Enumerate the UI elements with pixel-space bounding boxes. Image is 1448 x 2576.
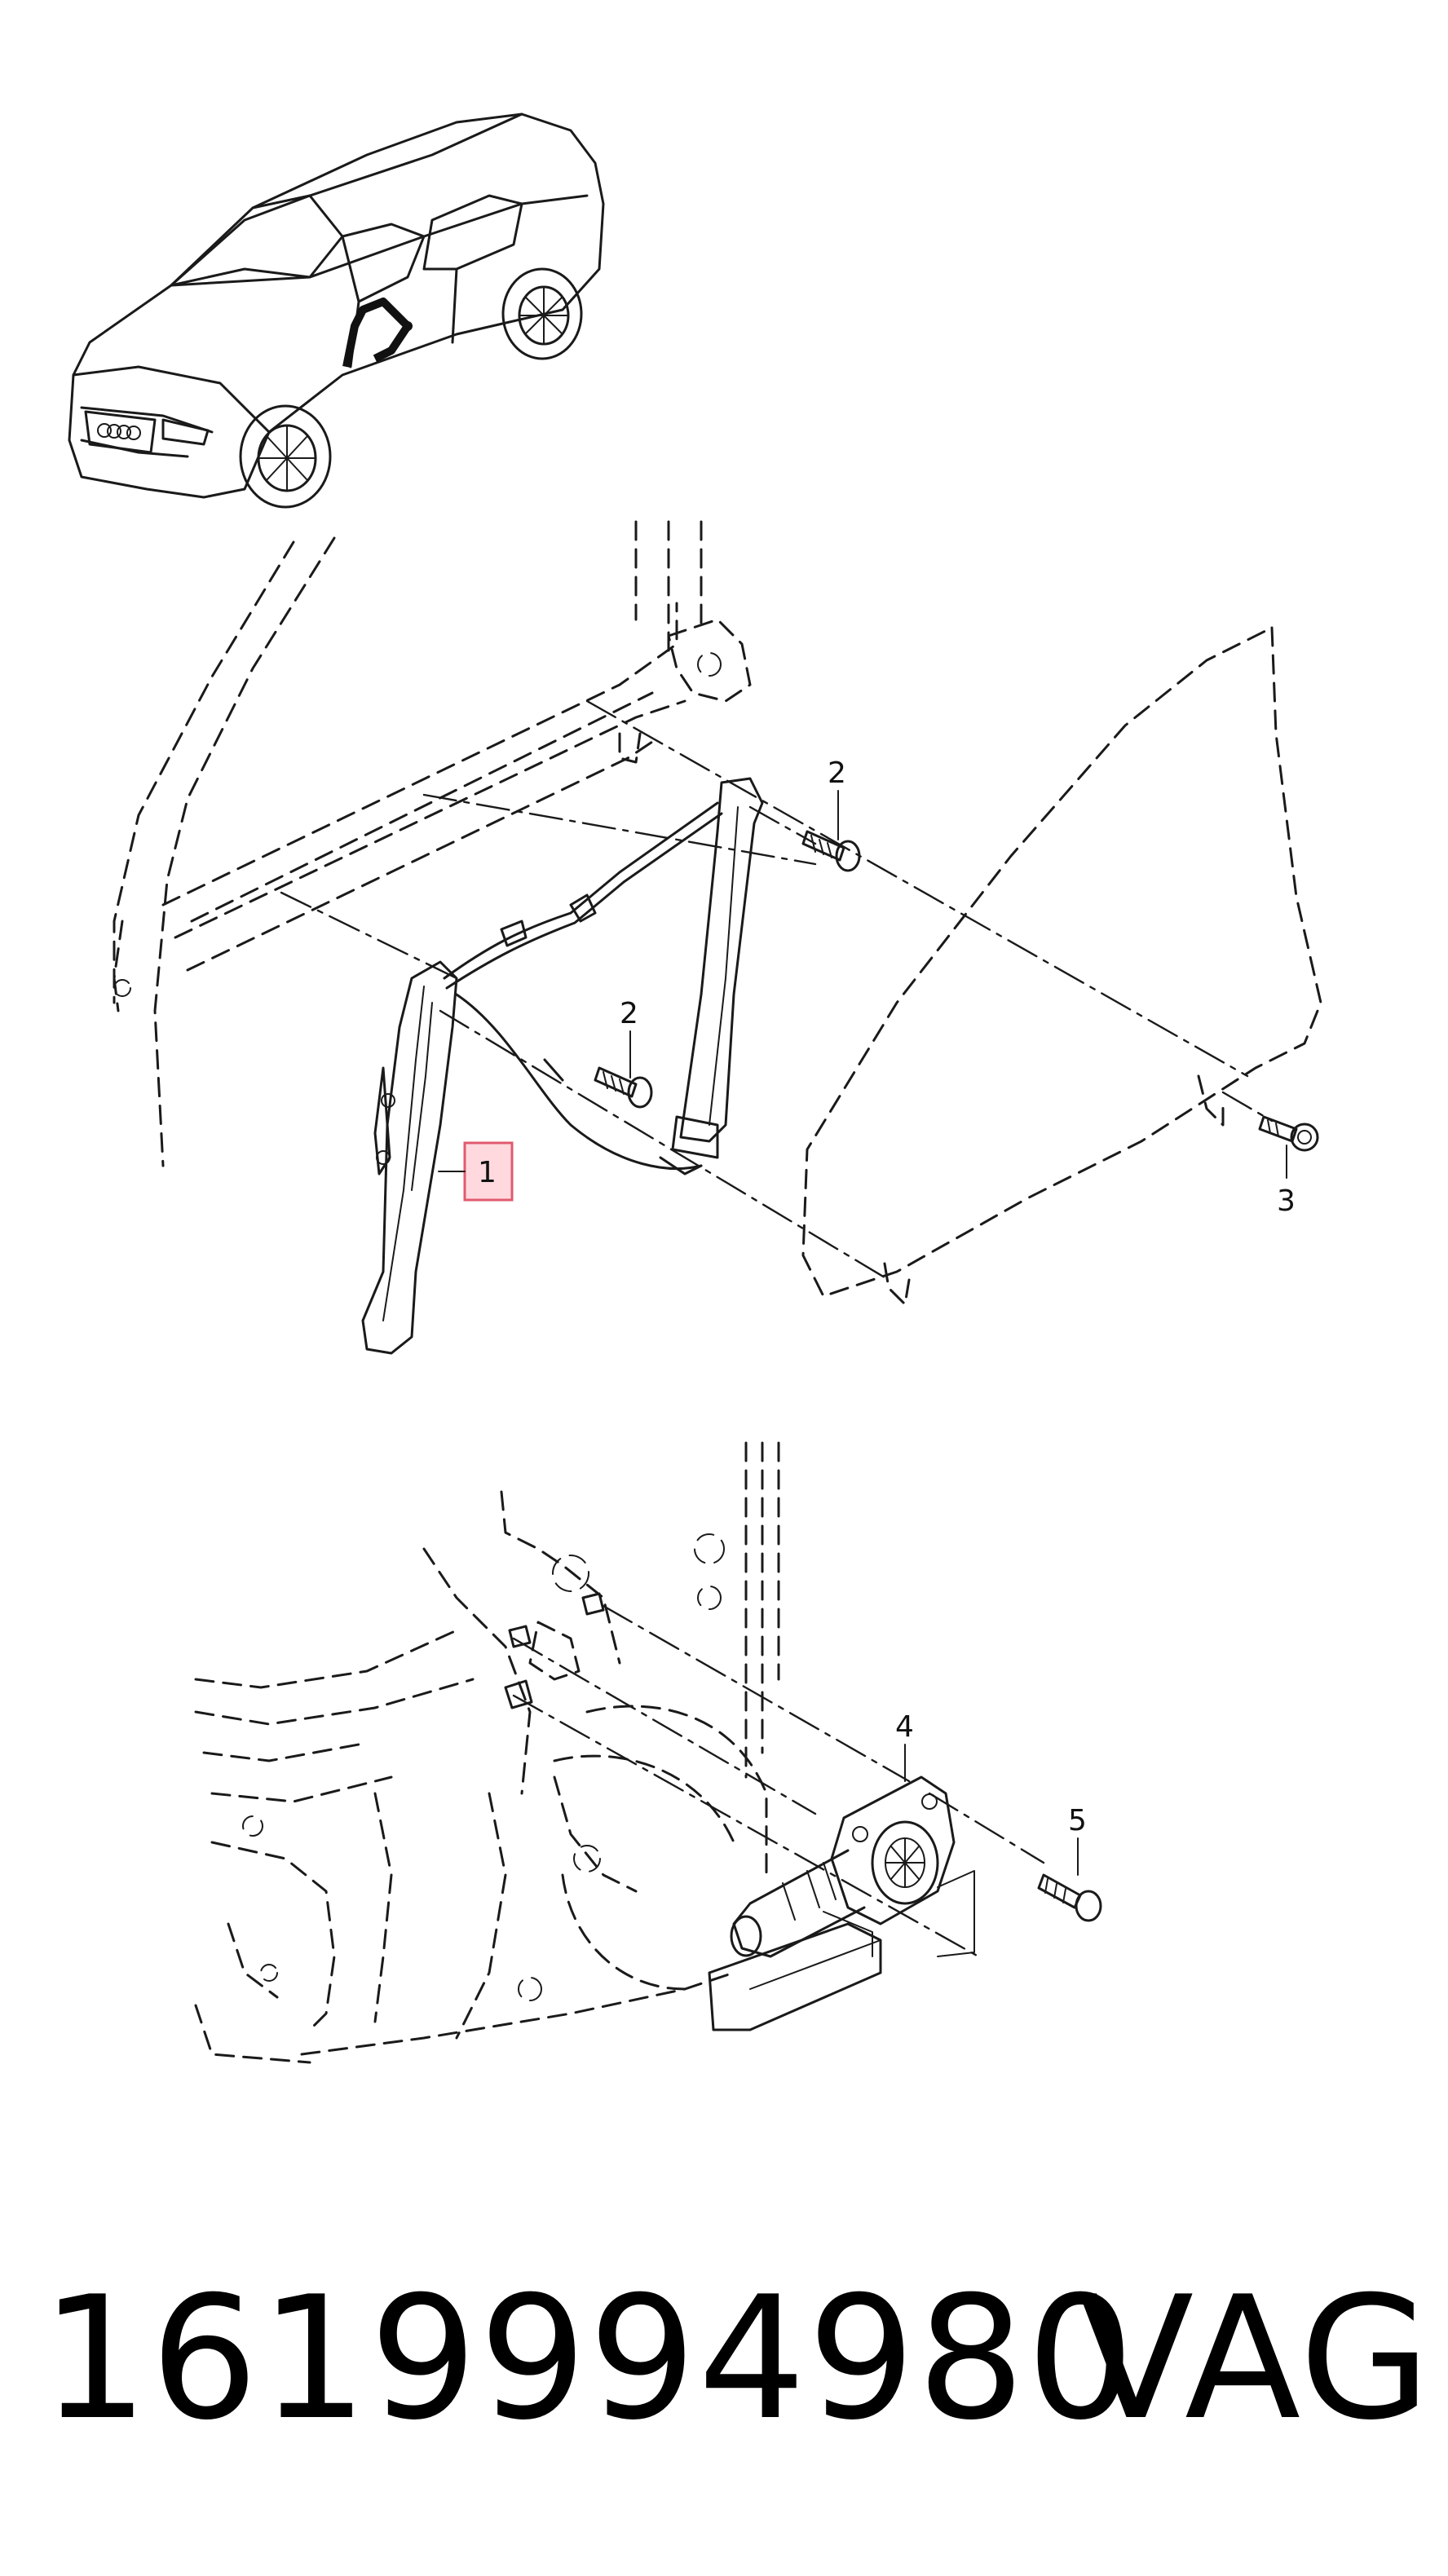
window-glass-dashed <box>801 626 1322 1306</box>
alignment-lines-upper <box>280 699 1274 1281</box>
bolt-3 <box>1258 1115 1319 1152</box>
regulator-location-marker <box>342 298 412 368</box>
callout-5-label: 5 <box>1068 1804 1087 1837</box>
brand-text: VAG <box>1078 2261 1433 2458</box>
callout-1-label: 1 <box>478 1156 497 1189</box>
callout-2-upper-label: 2 <box>828 756 846 790</box>
callout-2-upper: 2 <box>828 756 846 840</box>
callout-4-label: 4 <box>895 1710 914 1744</box>
callout-3: 3 <box>1277 1145 1296 1218</box>
bolt-5 <box>1037 1873 1102 1922</box>
door-inner-panel-dashed <box>194 1441 780 2064</box>
callout-2-lower: 2 <box>620 997 638 1078</box>
mounting-studs <box>504 1592 605 1709</box>
rear-wheel <box>501 267 583 360</box>
four-rings-logo <box>97 423 141 440</box>
callout-5: 5 <box>1068 1804 1087 1876</box>
alignment-lines-lower <box>512 1604 1045 1958</box>
callout-1: 1 <box>438 1141 514 1202</box>
callout-3-label: 3 <box>1277 1184 1296 1218</box>
window-motor <box>708 1775 956 2031</box>
car-locator-illustration <box>68 112 605 509</box>
window-regulator <box>361 777 764 1355</box>
front-wheel <box>239 404 332 509</box>
motor-bracket-outline <box>937 1870 975 1957</box>
bolt-2-lower <box>594 1066 653 1109</box>
part-number-text: 1619994980 <box>41 2261 1137 2458</box>
callout-2-lower-label: 2 <box>620 997 638 1030</box>
door-frame-dashed <box>113 520 752 1167</box>
callout-4: 4 <box>895 1710 914 1782</box>
bolt-2-upper <box>801 830 861 872</box>
